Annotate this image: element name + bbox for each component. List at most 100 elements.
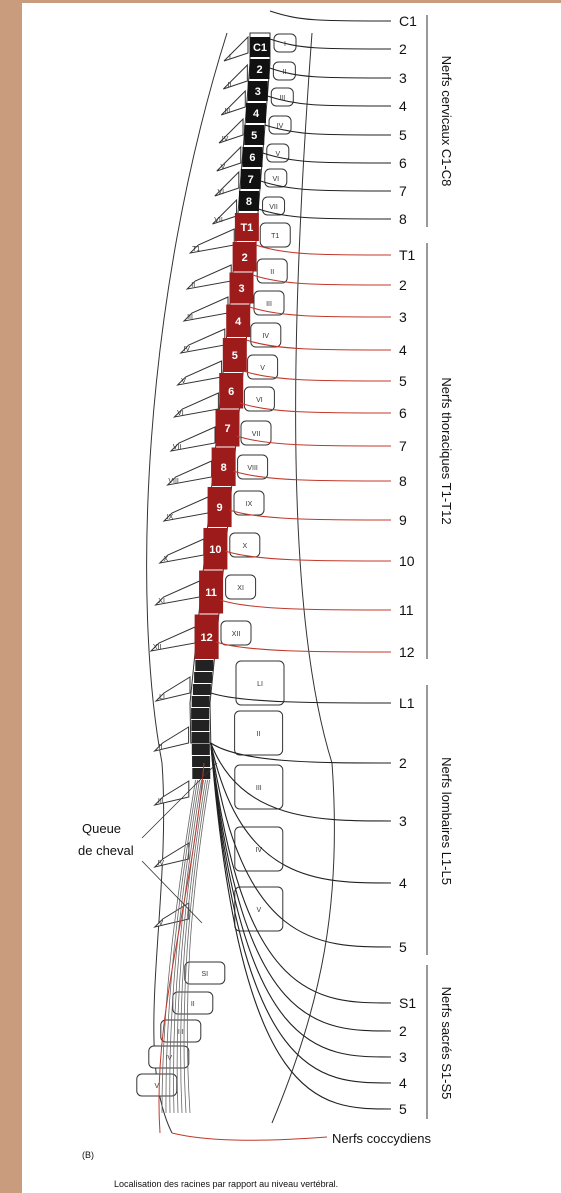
vertebra-label: V [256,907,261,914]
cervical-nerve-label-3: 3 [399,70,407,86]
cord-segment-low [191,708,209,719]
cervical-nerve-label-5: 5 [399,127,407,143]
cord-segment-label-t10: 10 [209,544,221,556]
cord-segment-low [192,696,210,707]
cauda-equina-fiber [187,780,209,1113]
spinal-nerve-diagram: IIIIIIIVVVIVIIT1IIIIIIVVVIVIIVIIIIXXXIXI… [22,3,561,1193]
cauda-equina-label-line2: de cheval [78,843,134,858]
vertebra-label: IV [262,333,269,340]
cord-segment-label-c5: 5 [251,130,257,142]
nerve-labels: C12345678T123456789101112L12345S12345 [399,13,417,1117]
lumbar-nerve-label-3: 3 [399,813,407,829]
vertebra-label: VII [269,204,278,211]
lumbar-group-title: Nerfs lombaires L1-L5 [439,757,454,885]
cauda-equina-label-line1: Queue [82,821,121,836]
sacral-nerve-label-3: 3 [399,1049,407,1065]
thoracic-nerve-label-12: 12 [399,644,415,660]
process-label: VII [173,444,182,451]
caption: Localisation des racines par rapport au … [114,1179,338,1189]
process-label: V [158,920,163,927]
cord-segment-low [194,672,212,683]
thoracic-nerve-label-1: T1 [399,247,416,263]
vertebra-label: SI [201,971,208,978]
cervical-nerve-label-1: C1 [399,13,417,29]
process-label: VI [177,410,184,417]
vertebra-label: XI [237,585,244,592]
cord-segment-label-c6: 6 [249,152,255,164]
process-label: III [224,108,230,115]
cord-segment-label-t9: 9 [217,502,223,514]
cord-segment-label-c8: 8 [246,196,252,208]
cord-segment-label-t11: 11 [205,587,217,599]
process-label: VI [217,189,224,196]
cervical-nerve-1 [270,11,391,21]
cord-segment-label-t6: 6 [228,386,234,398]
group-brackets: Nerfs cervicaux C1-C8Nerfs thoraciques T… [427,15,454,1119]
vertebra-label: II [257,731,261,738]
cord-segment-label-t5: 5 [232,350,238,362]
process-label: II [227,82,231,89]
lumbar-nerve-label-4: 4 [399,875,407,891]
vertebra-label: II [191,1001,195,1008]
process-label: IV [183,346,190,353]
lumbar-nerve-label-5: 5 [399,939,407,955]
vertebra-label: VI [256,397,263,404]
cervical-nerve-label-6: 6 [399,155,407,171]
thoracic-nerve-label-8: 8 [399,473,407,489]
process-label: T1 [192,246,200,253]
cord-segment-low [192,768,210,779]
vertebra-label: VII [252,431,261,438]
vertebra-label: I [284,41,286,48]
thoracic-nerve-label-6: 6 [399,405,407,421]
cord-segment-label-c4: 4 [253,108,260,120]
cord-segment-low [192,732,210,743]
sacral-group-title: Nerfs sacrés S1-S5 [439,987,454,1100]
process-label: XII [153,644,162,651]
lumbar-nerve-label-1: L1 [399,695,415,711]
cord-segment-label-t12: 12 [201,632,213,644]
thoracic-nerve-label-11: 11 [399,602,414,618]
process-label: VIII [168,478,179,485]
cord-segment-label-c2: 2 [256,64,262,76]
vertebra-label: LI [257,681,263,688]
thoracic-nerve-label-10: 10 [399,553,415,569]
vertebra-label: V [260,365,265,372]
lumbar-nerve-label-2: 2 [399,755,407,771]
cord-segment-label-t3: 3 [238,283,244,295]
cord-segment-low [192,756,210,767]
thoracic-nerve-label-5: 5 [399,373,407,389]
vertebra-label: II [270,269,274,276]
process-label: VII [214,217,223,224]
cauda-equina-leader-1 [142,763,217,838]
vertebra-label: III [266,301,272,308]
vertebra-label: VIII [247,465,258,472]
cervical-group-title: Nerfs cervicaux C1-C8 [439,56,454,187]
cord-segment-low [192,744,210,755]
process-label: IV [157,860,164,867]
thoracic-nerve-label-7: 7 [399,438,407,454]
cord-segment-label-c7: 7 [248,174,254,186]
process-label: LI [159,694,165,701]
process-label: II [191,282,195,289]
process-label: II [159,744,163,751]
vertebra-label: VI [272,176,279,183]
vertebra-label: T1 [271,233,279,240]
cord-segment-low [191,720,209,731]
diagram-panel: IIIIIIIVVVIVIIT1IIIIIIVVVIVIIVIIIIXXXIXI… [22,3,561,1193]
sacral-nerve-label-4: 4 [399,1075,407,1091]
vertebra-label: XII [232,631,241,638]
process-label: V [181,378,186,385]
thoracic-nerve-label-2: 2 [399,277,407,293]
cord-segment-low [193,684,211,695]
cord-segment-label-t1: T1 [240,222,253,234]
sacral-nerve-label-2: 2 [399,1023,407,1039]
vertebra-label: IX [246,501,253,508]
process-label: III [158,798,164,805]
sacral-nerve-label-5: 5 [399,1101,407,1117]
thoracic-nerve-label-3: 3 [399,309,407,325]
process-label: III [187,314,193,321]
coccygeal-nerve [172,1133,327,1140]
process-label: I [229,54,231,61]
cord-segment-label-t4: 4 [235,316,242,328]
process-label: IX [167,514,174,521]
